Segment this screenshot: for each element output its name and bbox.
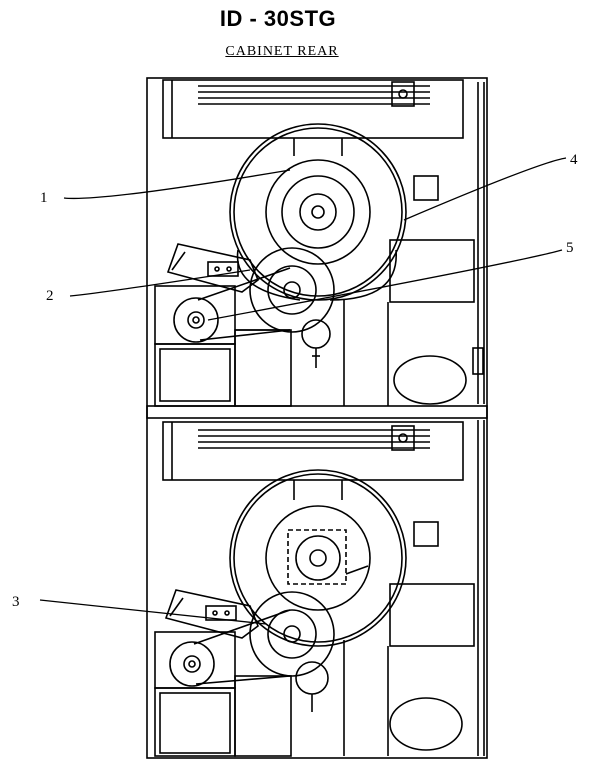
callout-5: 5 — [566, 240, 574, 256]
lower-motor-housing — [154, 631, 236, 689]
upper-dryer — [154, 79, 475, 407]
upper-idler-pulley — [249, 247, 335, 333]
lower-idler-pulley — [249, 591, 335, 677]
lower-small-knob — [295, 661, 329, 695]
callout-3: 3 — [12, 594, 20, 610]
lower-vent — [389, 697, 463, 751]
lower-drum-pulley — [229, 469, 407, 647]
upper-motor-housing — [154, 285, 236, 345]
upper-motor-pulley — [173, 297, 219, 343]
lower-motor-pulley — [169, 641, 215, 687]
lower-side-panel — [389, 583, 475, 647]
callout-leaders — [39, 157, 567, 625]
callout-2: 2 — [46, 288, 54, 304]
callout-1: 1 — [40, 190, 48, 206]
lower-top-housing — [162, 421, 464, 481]
callout-4: 4 — [570, 152, 578, 168]
diagram-subtitle: CABINET REAR — [225, 44, 339, 59]
diagram-title: ID - 30STG — [219, 6, 337, 31]
upper-side-panel — [389, 239, 475, 303]
upper-vent — [393, 355, 467, 405]
upper-top-housing — [162, 79, 464, 139]
upper-drum-pulley — [229, 123, 407, 301]
lower-dryer — [154, 421, 475, 757]
cabinet-frame — [146, 77, 488, 759]
